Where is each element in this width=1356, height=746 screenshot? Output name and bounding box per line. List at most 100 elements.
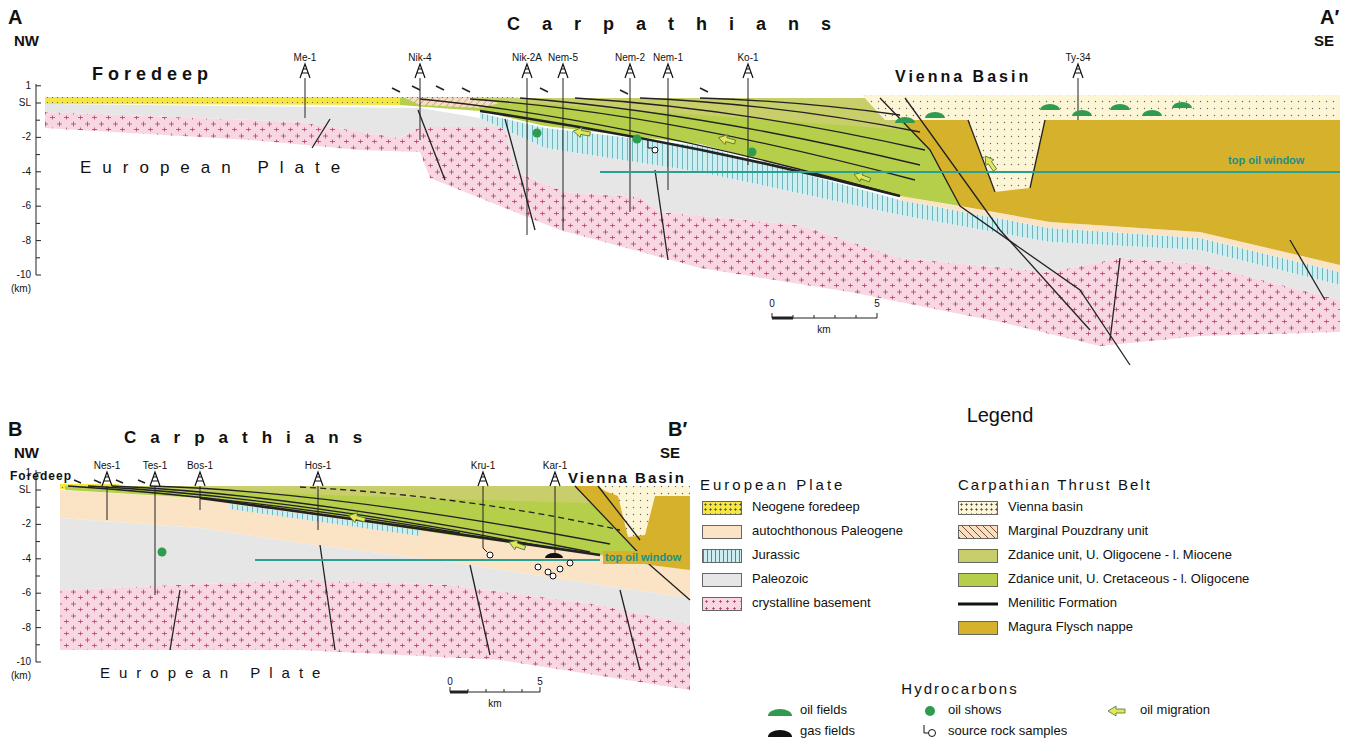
section-b-axis — [450, 687, 540, 692]
section-b-hydrocarbons — [557, 566, 563, 572]
section-label: -6 — [22, 200, 31, 212]
section-a-hydrocarbons — [652, 147, 658, 153]
section-b-geology — [575, 486, 690, 570]
section-a-wells — [300, 64, 1083, 235]
section-a-hydrocarbons — [895, 102, 1192, 123]
section-b-axis — [36, 470, 41, 662]
legend-swatch — [958, 621, 998, 635]
legend-text: crystalline basement — [752, 596, 871, 611]
legend-text: oil shows — [948, 703, 1001, 718]
section-a-hydrocarbons — [533, 102, 1341, 185]
section-a-faults — [470, 99, 915, 180]
legend-symbols — [1108, 706, 1125, 716]
section-label: Nik-4 — [408, 52, 431, 64]
section-a-faults — [312, 86, 1325, 365]
legend-swatch — [958, 549, 998, 563]
section-label: B — [8, 418, 22, 441]
section-label: Kar-1 — [543, 460, 567, 472]
legend-symbols — [768, 709, 792, 716]
section-b-hydrocarbons — [535, 564, 541, 570]
section-a-wells — [743, 64, 753, 78]
section-b-geology — [60, 580, 690, 690]
section-b-faults — [200, 498, 600, 555]
section-a-axis — [772, 317, 793, 320]
section-b-hydrocarbons — [158, 511, 601, 579]
section-a-axis — [36, 84, 877, 318]
section-label: Hydrocarbons — [901, 680, 1018, 697]
section-b-wells — [550, 472, 560, 486]
section-label: Foredeep — [10, 470, 72, 484]
section-a-hydrocarbons — [572, 126, 590, 139]
section-label: 5 — [537, 676, 543, 688]
section-a-faults — [968, 120, 995, 192]
section-a-hydrocarbons — [717, 133, 736, 147]
section-b-axis — [450, 691, 468, 694]
section-label: (km) — [11, 283, 31, 295]
section-label: -8 — [22, 622, 31, 634]
legend-symbols — [929, 730, 936, 737]
section-label: 1 — [25, 80, 31, 92]
section-label: 0 — [769, 298, 775, 310]
legend-swatch — [958, 501, 998, 515]
section-label: (km) — [11, 670, 31, 682]
section-label: Hos-1 — [305, 460, 332, 472]
section-a-wells — [663, 64, 673, 78]
section-a-faults — [505, 119, 535, 230]
section-a-wells — [522, 64, 532, 78]
legend-swatch — [702, 573, 742, 587]
section-a-hydrocarbons — [533, 129, 542, 138]
section-label: European Plate — [80, 158, 351, 178]
section-label: Nem-2 — [615, 52, 645, 64]
section-a-faults — [418, 110, 445, 180]
legend-text: autochthonous Paleogene — [752, 524, 903, 539]
legend-symbols — [925, 706, 935, 716]
section-b-hydrocarbons — [487, 552, 573, 579]
section-label: SE — [660, 444, 680, 461]
section-a-faults — [480, 111, 900, 196]
section-b-hydrocarbons — [567, 560, 573, 566]
section-label: Legend — [967, 404, 1034, 427]
section-b-wells — [107, 486, 555, 595]
section-label: Bos-1 — [187, 460, 213, 472]
section-label: Nem-1 — [653, 52, 683, 64]
section-label: Nik-2A — [512, 52, 542, 64]
legend-swatch — [702, 597, 742, 611]
section-a-faults — [1290, 240, 1325, 300]
section-a-axis — [772, 313, 877, 318]
section-label: Me-1 — [294, 52, 317, 64]
section-a-faults — [575, 98, 925, 150]
section-label: -10 — [17, 656, 31, 668]
section-label: 1 — [25, 467, 31, 479]
legend-text: Marginal Pouzdrany unit — [1008, 524, 1148, 539]
legend-swatch — [702, 549, 742, 563]
section-label: km — [488, 698, 501, 710]
section-a-hydrocarbons — [633, 135, 642, 144]
section-b-geology — [65, 486, 590, 503]
section-label: SE — [1314, 32, 1334, 49]
section-b-faults — [598, 486, 640, 540]
section-label: A — [8, 6, 22, 29]
section-b-geology — [65, 486, 650, 565]
legend-symbols — [768, 730, 792, 737]
legend-text: Menilitic Formation — [1008, 596, 1117, 611]
legend-text: oil migration — [1140, 703, 1210, 718]
section-b-axis — [36, 470, 540, 692]
section-b-wells — [102, 472, 560, 595]
section-a-wells — [305, 78, 1078, 235]
section-a-wells — [558, 64, 568, 78]
section-b-hydrocarbons — [545, 553, 563, 558]
section-a-faults — [392, 86, 708, 94]
section-b-wells — [102, 472, 112, 486]
section-label: European Plate — [700, 476, 845, 493]
legend-swatch — [958, 525, 998, 539]
section-b-wells — [313, 472, 323, 486]
section-label: Carpathians — [507, 14, 853, 35]
section-a-geology — [400, 98, 960, 206]
section-b-faults — [300, 487, 620, 530]
legend-text: Zdanice unit, U. Oligocene - l. Miocene — [1008, 548, 1232, 563]
section-label: Nem-5 — [548, 52, 578, 64]
section-label: top oil window — [1228, 154, 1304, 167]
section-b-faults — [150, 486, 610, 544]
